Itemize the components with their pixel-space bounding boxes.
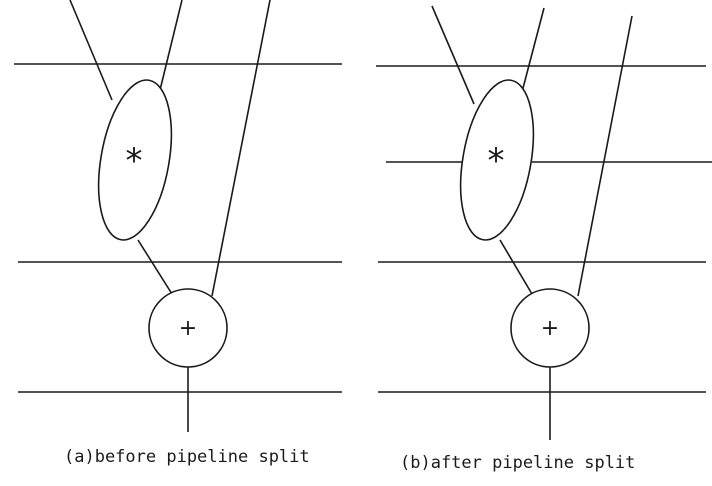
panel-a-adder-circle <box>148 288 228 368</box>
panel-a-caption: (a)before pipeline split <box>64 447 310 467</box>
panel-a-input-wire-right <box>159 0 183 91</box>
panel-a-bypass-wire <box>211 0 271 297</box>
panel-a-multiplier-node: * <box>97 79 173 241</box>
panel-a-mul-to-add-wire <box>137 239 173 295</box>
panel-b-adder-node: + <box>510 288 590 368</box>
panel-b-multiplier-ellipse <box>459 79 535 241</box>
panel-a-adder-node: + <box>148 288 228 368</box>
panel-a-input-wire-left <box>69 0 113 101</box>
panel-b-multiplier-node: * <box>459 79 535 241</box>
panel-b-bypass-wire <box>577 15 633 297</box>
panel-b-multiplier-symbol: * <box>488 141 505 181</box>
panel-b-input-wire-left <box>431 5 475 105</box>
panel-b: * + (b)after pipeline split <box>376 5 712 473</box>
panel-b-adder-symbol: + <box>541 316 559 341</box>
panel-a: * + (a)before pipeline split <box>14 0 342 467</box>
panel-a-multiplier-ellipse <box>97 79 173 241</box>
panel-a-adder-symbol: + <box>179 316 197 341</box>
panel-b-mul-to-add-wire <box>499 239 533 295</box>
panel-b-input-wire-right <box>521 7 545 93</box>
panel-a-multiplier-symbol: * <box>126 141 143 181</box>
panel-b-adder-circle <box>510 288 590 368</box>
panel-b-caption: (b)after pipeline split <box>400 453 635 473</box>
